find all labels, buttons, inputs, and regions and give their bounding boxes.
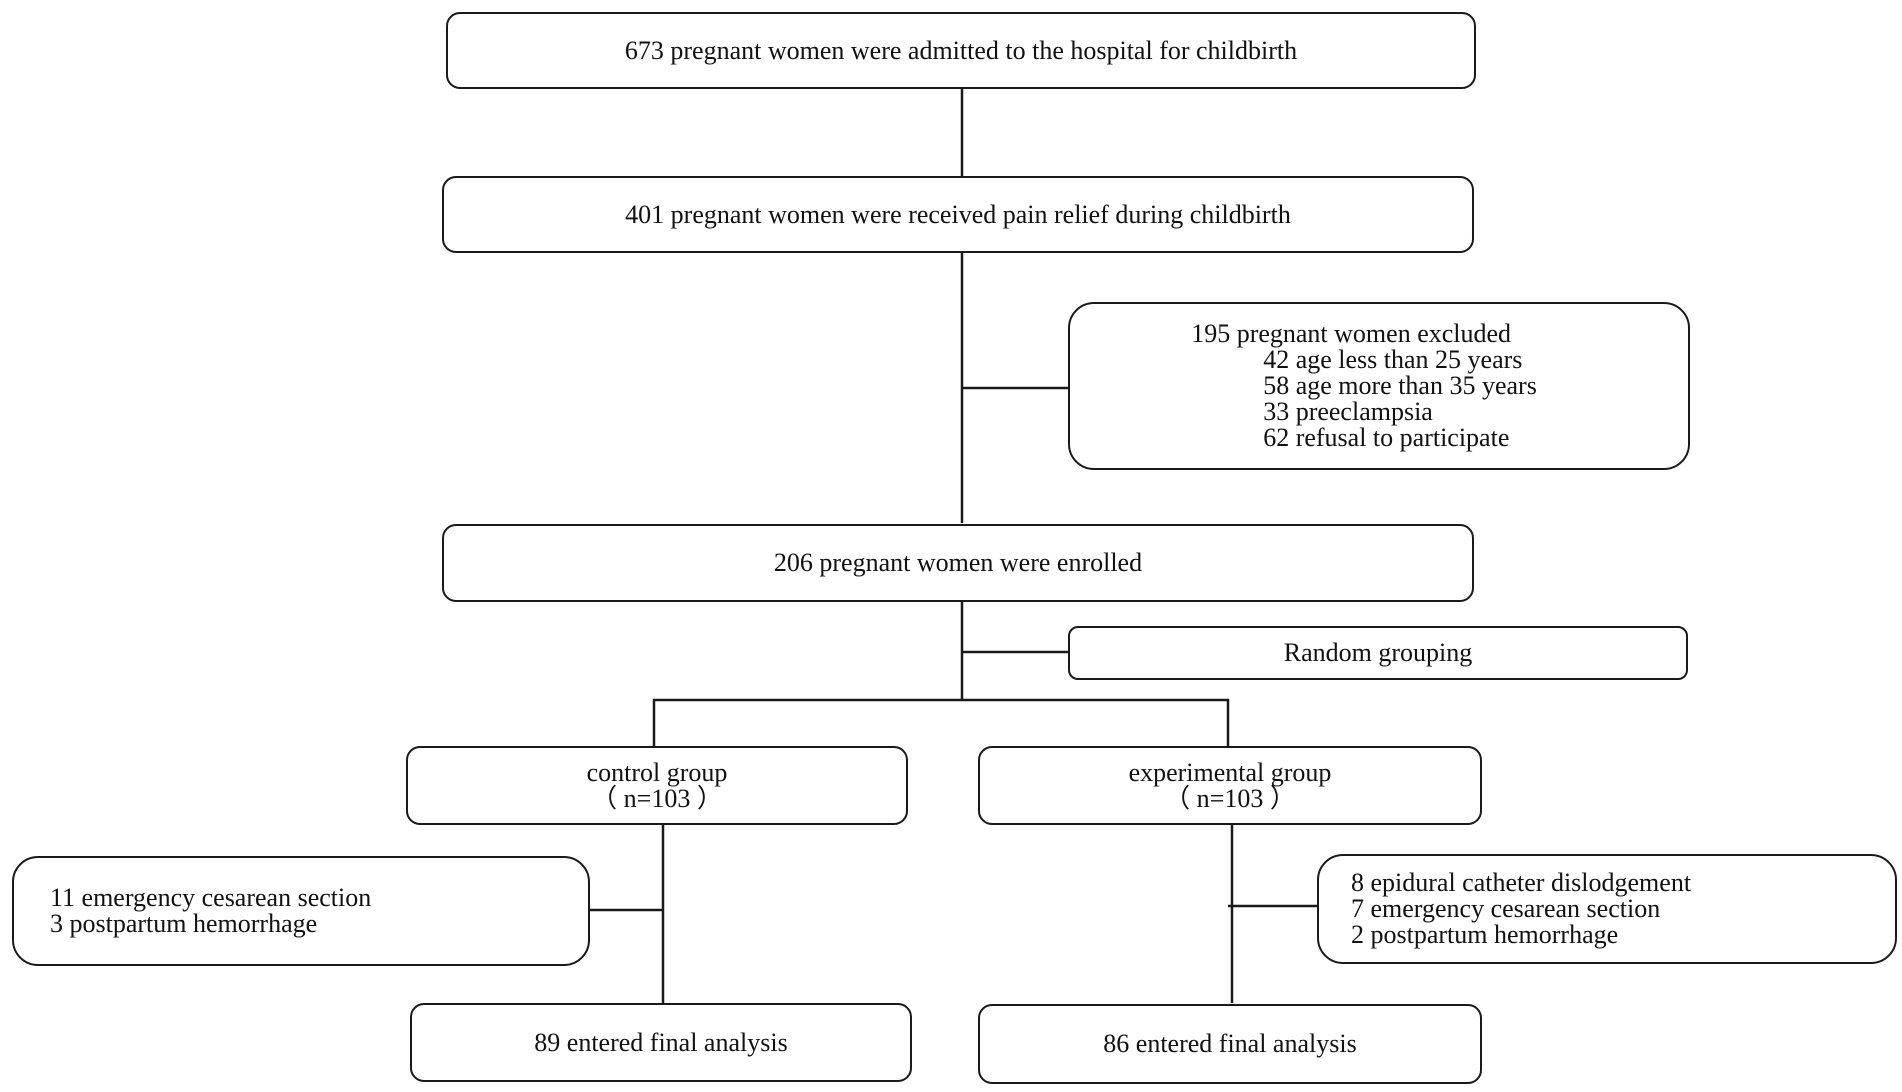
excluded-reason: 33 preeclampsia bbox=[1263, 397, 1433, 426]
control-losses-box: 11 emergency cesarean section 3 postpart… bbox=[12, 856, 590, 966]
enrolled-text: 206 pregnant women were enrolled bbox=[773, 548, 1143, 577]
control-final-text: 89 entered final analysis bbox=[534, 1027, 788, 1057]
excluded-reason: 62 refusal to participate bbox=[1263, 423, 1510, 452]
experimental-final-text: 86 entered final analysis bbox=[1103, 1029, 1357, 1058]
control-loss-item: 11 emergency cesarean section bbox=[50, 883, 372, 912]
pain-relief-text: 401 pregnant women were received pain re… bbox=[625, 199, 1291, 229]
connector-split-to-groups bbox=[652, 698, 1230, 746]
admitted-box: 673 pregnant women were admitted to the … bbox=[446, 12, 1476, 89]
experimental-group-box: experimental group （ n=103 ） bbox=[978, 746, 1482, 825]
experimental-group-n: （ n=103 ） bbox=[1164, 783, 1296, 813]
pain-relief-box: 401 pregnant women were received pain re… bbox=[442, 176, 1474, 253]
experimental-final-box: 86 entered final analysis bbox=[978, 1004, 1482, 1084]
excluded-title: 195 pregnant women excluded bbox=[1191, 319, 1512, 348]
control-group-label: control group bbox=[586, 757, 728, 787]
random-grouping-text: Random grouping bbox=[1283, 638, 1473, 667]
enrolled-box: 206 pregnant women were enrolled bbox=[442, 524, 1474, 602]
control-final-box: 89 entered final analysis bbox=[410, 1003, 912, 1082]
admitted-text: 673 pregnant women were admitted to the … bbox=[624, 35, 1298, 65]
random-grouping-box: Random grouping bbox=[1068, 626, 1688, 680]
control-loss-item: 3 postpartum hemorrhage bbox=[50, 909, 318, 938]
experimental-group-label: experimental group bbox=[1128, 757, 1332, 787]
experimental-loss-item: 2 postpartum hemorrhage bbox=[1351, 920, 1619, 949]
experimental-loss-item: 8 epidural catheter dislodgement bbox=[1351, 868, 1692, 897]
control-group-n: （ n=103 ） bbox=[591, 783, 723, 813]
excluded-reason: 42 age less than 25 years bbox=[1263, 345, 1523, 374]
excluded-box: 195 pregnant women excluded 42 age less … bbox=[1068, 302, 1690, 470]
experimental-losses-box: 8 epidural catheter dislodgement 7 emerg… bbox=[1317, 854, 1897, 964]
experimental-loss-item: 7 emergency cesarean section bbox=[1351, 894, 1661, 923]
control-group-box: control group （ n=103 ） bbox=[406, 746, 908, 825]
excluded-reason: 58 age more than 35 years bbox=[1263, 371, 1537, 400]
